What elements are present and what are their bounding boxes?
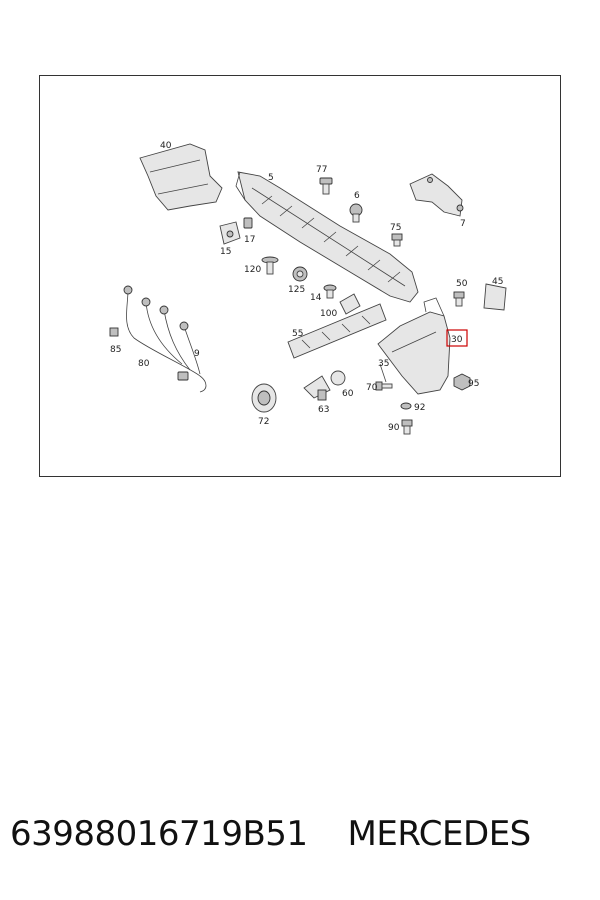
footer-caption: 63988016719B51 MERCEDES — [10, 806, 590, 862]
part-number: 63988016719B51 — [10, 814, 308, 854]
part-95-nut[interactable] — [453, 373, 471, 391]
label-70: 70 — [366, 383, 378, 393]
label-90: 90 — [388, 423, 400, 433]
part-30-bumper-corner[interactable] — [377, 297, 451, 395]
part-7-side-bracket[interactable] — [409, 173, 464, 217]
part-60-push-pin[interactable] — [330, 370, 346, 386]
label-100: 100 — [320, 309, 337, 319]
label-15: 15 — [220, 247, 231, 257]
parts-diagram-frame: 40 5 77 6 7 75 15 17 120 125 14 100 50 4… — [39, 75, 561, 477]
label-35: 35 — [378, 359, 389, 369]
part-35-trim[interactable] — [379, 363, 387, 383]
label-95: 95 — [468, 379, 479, 389]
label-7: 7 — [460, 219, 466, 229]
label-75: 75 — [390, 223, 401, 233]
label-14: 14 — [310, 293, 322, 303]
label-40: 40 — [160, 141, 172, 151]
part-90-bolt[interactable] — [401, 419, 413, 435]
label-72: 72 — [258, 417, 269, 427]
label-80: 80 — [138, 359, 150, 369]
part-125-grommet[interactable] — [292, 266, 308, 282]
part-45-cover-plate[interactable] — [483, 283, 507, 311]
part-72-cap[interactable] — [251, 383, 277, 413]
part-50-bolt[interactable] — [453, 291, 465, 307]
part-80-sensor-plug[interactable] — [177, 371, 189, 381]
part-63-expansion-rivet[interactable] — [303, 375, 331, 401]
label-9: 9 — [194, 349, 200, 359]
part-30-highlight-box — [446, 329, 468, 347]
part-40-corner-bracket[interactable] — [139, 143, 223, 211]
part-5-bumper-carrier[interactable] — [235, 171, 419, 303]
label-30: 30 — [451, 335, 463, 345]
part-85-connector[interactable] — [109, 327, 119, 337]
label-85: 85 — [110, 345, 121, 355]
part-15-nut[interactable] — [219, 221, 241, 245]
part-17-clip[interactable] — [243, 217, 253, 229]
part-100-spacer[interactable] — [339, 293, 361, 315]
label-50: 50 — [456, 279, 468, 289]
part-14-rivet[interactable] — [323, 284, 337, 299]
label-77: 77 — [316, 165, 327, 175]
part-120-push-rivet[interactable] — [261, 256, 279, 275]
label-125: 125 — [288, 285, 305, 295]
part-77-bolt[interactable] — [319, 177, 333, 195]
label-92: 92 — [414, 403, 425, 413]
label-6: 6 — [354, 191, 360, 201]
part-9-wiring-harness[interactable] — [123, 285, 207, 393]
part-75-screw[interactable] — [391, 233, 403, 247]
part-55-guide-rail[interactable] — [287, 303, 387, 359]
brand-name: MERCEDES — [347, 814, 532, 854]
part-92-washer[interactable] — [400, 402, 412, 410]
label-17: 17 — [244, 235, 255, 245]
part-70-screw[interactable] — [375, 381, 393, 391]
label-120: 120 — [244, 265, 261, 275]
label-63: 63 — [318, 405, 329, 415]
label-5: 5 — [268, 173, 274, 183]
label-55: 55 — [292, 329, 303, 339]
part-6-clip[interactable] — [349, 203, 363, 223]
label-60: 60 — [342, 389, 354, 399]
label-45: 45 — [492, 277, 503, 287]
parts-diagram: 40 5 77 6 7 75 15 17 120 125 14 100 50 4… — [109, 141, 507, 435]
